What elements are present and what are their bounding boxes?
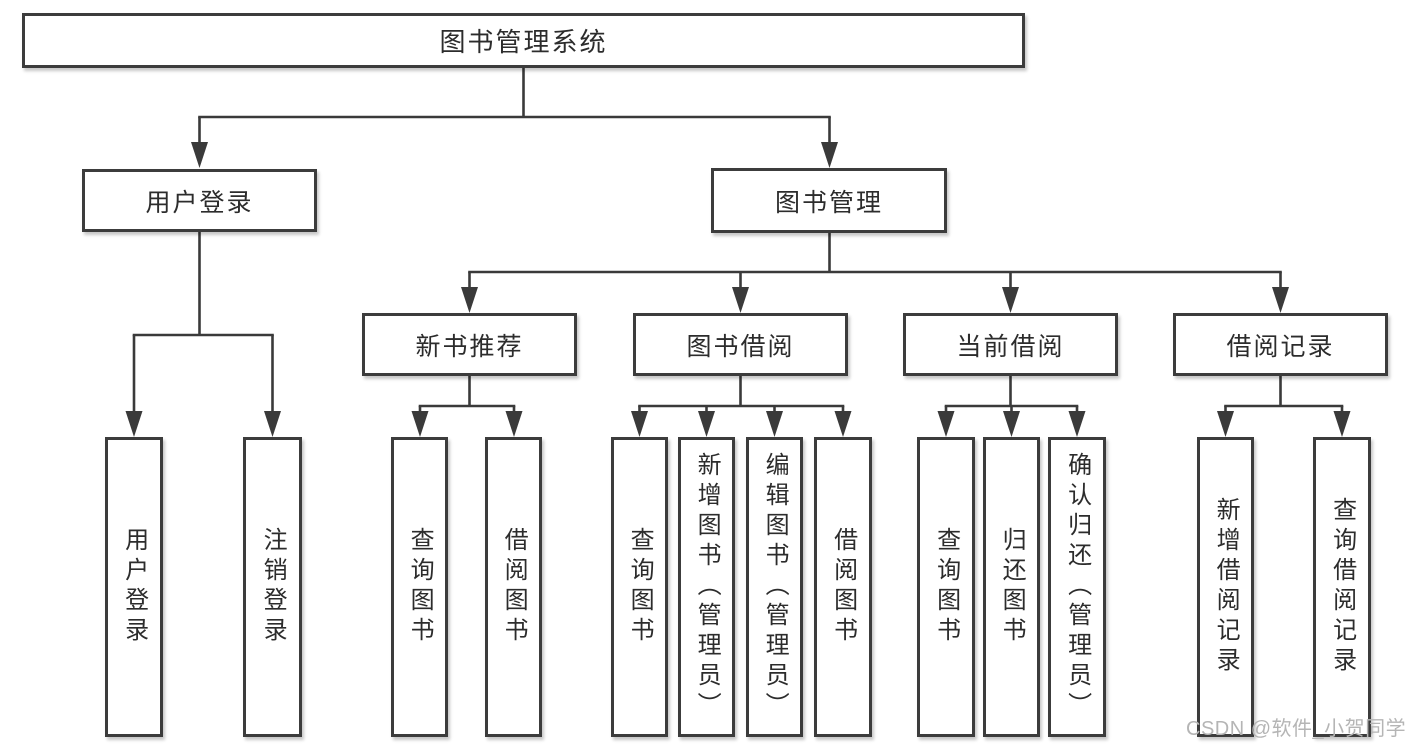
node-label: 查询图书 bbox=[406, 527, 434, 647]
node-label: 图书借阅 bbox=[686, 332, 795, 361]
node-label: 确认归还（管理员） bbox=[1063, 452, 1091, 722]
node-label: 注销登录 bbox=[259, 527, 287, 647]
node-library-management-system: 图书管理系统 bbox=[22, 13, 1025, 68]
leaf-logout: 注销登录 bbox=[243, 437, 302, 737]
node-new-book-recommend: 新书推荐 bbox=[362, 313, 577, 376]
node-label: 用户登录 bbox=[120, 527, 148, 647]
node-label: 用户登录 bbox=[145, 188, 254, 217]
node-label: 借阅记录 bbox=[1226, 332, 1335, 361]
node-user-login: 用户登录 bbox=[82, 169, 317, 232]
node-label: 查询借阅记录 bbox=[1328, 497, 1356, 677]
node-book-borrowing: 图书借阅 bbox=[633, 313, 848, 376]
node-label: 借阅图书 bbox=[829, 527, 857, 647]
node-borrowing-records: 借阅记录 bbox=[1173, 313, 1388, 376]
leaf-user-login: 用户登录 bbox=[105, 437, 163, 737]
node-label: 图书管理系统 bbox=[439, 27, 608, 57]
leaf-confirm-return-admin: 确认归还（管理员） bbox=[1048, 437, 1106, 737]
leaf-query-books-current: 查询图书 bbox=[917, 437, 975, 737]
node-label: 新书推荐 bbox=[415, 332, 524, 361]
node-label: 当前借阅 bbox=[956, 332, 1065, 361]
node-label: 编辑图书（管理员） bbox=[761, 452, 789, 722]
leaf-borrow-books: 借阅图书 bbox=[814, 437, 872, 737]
csdn-watermark: CSDN @软件_小贺同学 bbox=[1186, 718, 1405, 740]
node-label: 查询图书 bbox=[932, 527, 960, 647]
arrowheads bbox=[125, 142, 1351, 437]
leaf-add-borrow-record: 新增借阅记录 bbox=[1197, 437, 1254, 737]
node-label: 归还图书 bbox=[998, 527, 1026, 647]
leaf-query-books-borrowing: 查询图书 bbox=[611, 437, 668, 737]
node-current-borrowing: 当前借阅 bbox=[903, 313, 1118, 376]
leaf-add-books-admin: 新增图书（管理员） bbox=[678, 437, 735, 737]
leaf-query-books-recommend: 查询图书 bbox=[391, 437, 448, 737]
node-label: 新增图书（管理员） bbox=[693, 452, 721, 722]
leaf-query-borrow-record: 查询借阅记录 bbox=[1313, 437, 1371, 737]
node-label: 借阅图书 bbox=[500, 527, 528, 647]
node-label: 图书管理 bbox=[774, 188, 883, 217]
node-book-management: 图书管理 bbox=[711, 168, 947, 233]
node-label: 新增借阅记录 bbox=[1212, 497, 1240, 677]
leaf-edit-books-admin: 编辑图书（管理员） bbox=[746, 437, 803, 737]
leaf-borrow-books-recommend: 借阅图书 bbox=[485, 437, 542, 737]
leaf-return-books: 归还图书 bbox=[983, 437, 1040, 737]
node-label: 查询图书 bbox=[626, 527, 654, 647]
